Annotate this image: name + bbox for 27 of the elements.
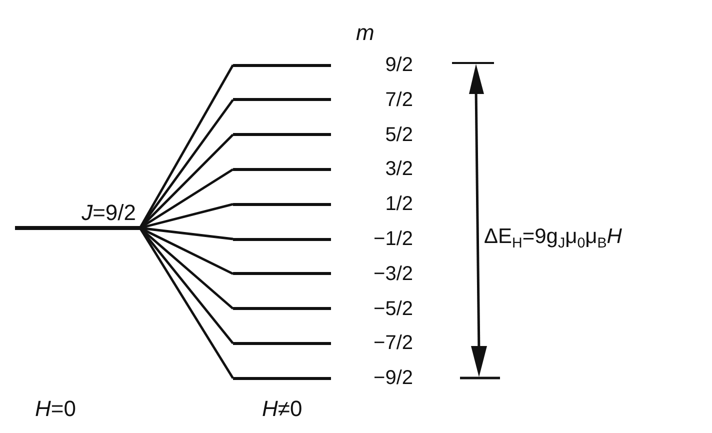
connector-line (138, 227, 234, 379)
quantum-number: 5/2 (384, 124, 413, 145)
quantum-number: −7/2 (372, 333, 413, 354)
energy-level (233, 133, 331, 136)
energy-level (233, 307, 331, 310)
quantum-number: −5/2 (372, 298, 413, 319)
energy-level (233, 168, 331, 171)
label-text: m (356, 22, 374, 44)
label-text: H≠0 (262, 398, 302, 420)
energy-level (233, 376, 331, 380)
quantum-number: 7/2 (384, 90, 413, 110)
quantum-number: −3/2 (372, 264, 413, 284)
quantum-number: 3/2 (384, 159, 413, 180)
energy-level (233, 202, 331, 206)
level-label: J=9/2 (82, 202, 136, 224)
energy-level (233, 342, 331, 345)
quantum-number: 1/2 (384, 194, 413, 214)
quantum-number: 9/2 (384, 55, 413, 75)
energy-level (233, 238, 331, 240)
energy-level (233, 64, 331, 66)
quantum-number: −1/2 (372, 229, 413, 249)
quantum-number: −9/2 (372, 368, 413, 388)
label-text: H=0 (35, 398, 76, 420)
label-text: ΔE$_{H}$=9g$_{J}$μ$_{0}$μ$_{B}$H (484, 226, 622, 251)
energy-level (233, 272, 331, 276)
connector-line (139, 227, 234, 344)
energy-level (233, 98, 331, 102)
